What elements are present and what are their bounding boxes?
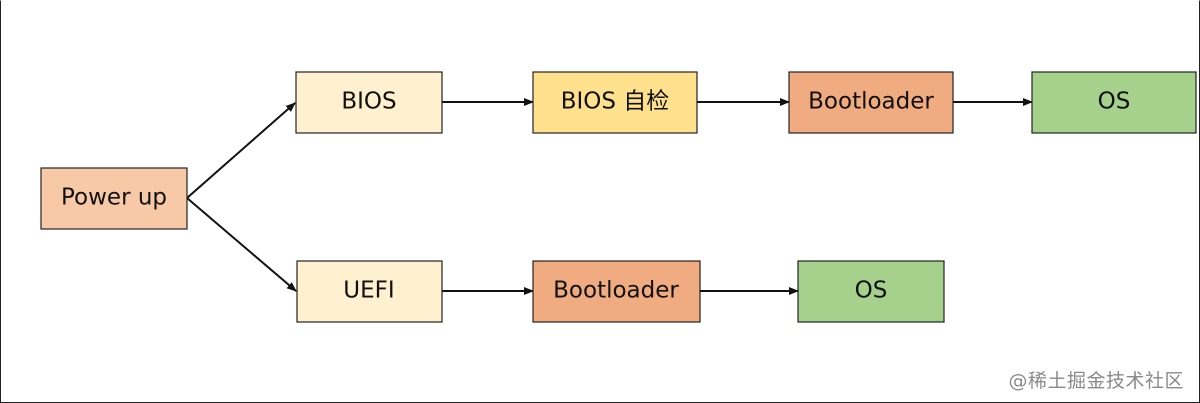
edges bbox=[186, 98, 1033, 295]
node-bios-label: BIOS bbox=[341, 89, 396, 115]
node-power-up-label: Power up bbox=[61, 185, 167, 211]
edge-power-up-to-uefi bbox=[186, 197, 297, 292]
node-bios: BIOS bbox=[295, 71, 443, 134]
node-bootloader-bottom-label: Bootloader bbox=[553, 278, 679, 304]
node-os-bottom-label: OS bbox=[855, 278, 888, 304]
node-bootloader-top-label: Bootloader bbox=[808, 89, 934, 115]
node-bios-post: BIOS 自检 bbox=[532, 71, 698, 134]
node-power-up: Power up bbox=[40, 167, 188, 230]
node-bootloader-bottom: Bootloader bbox=[532, 260, 701, 323]
node-bios-post-label: BIOS 自检 bbox=[561, 89, 670, 115]
node-bootloader-top: Bootloader bbox=[788, 71, 954, 134]
watermark-text: @稀土掘金技术社区 bbox=[1008, 370, 1184, 392]
edge-power-up-to-bios bbox=[186, 102, 296, 199]
node-uefi: UEFI bbox=[296, 260, 443, 323]
node-os-bottom: OS bbox=[797, 260, 945, 323]
node-os-top-label: OS bbox=[1098, 89, 1131, 115]
node-uefi-label: UEFI bbox=[343, 278, 394, 304]
node-os-top: OS bbox=[1031, 71, 1197, 134]
